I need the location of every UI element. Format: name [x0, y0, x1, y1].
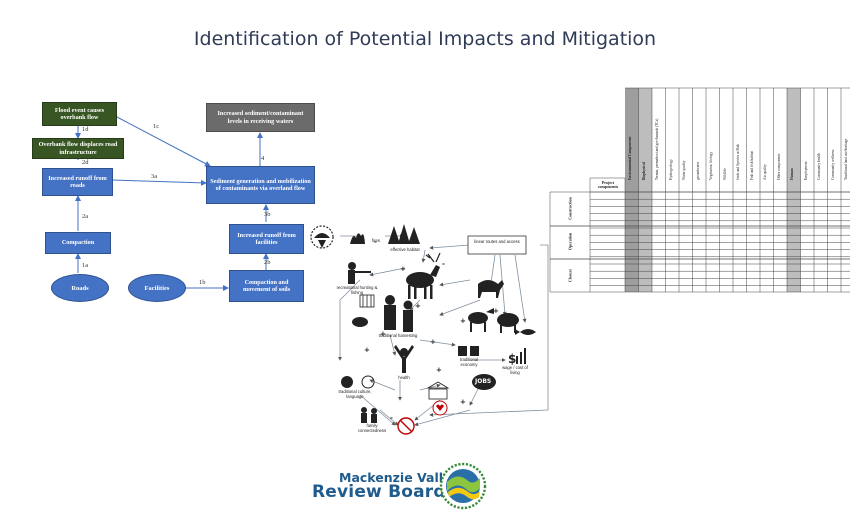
wellbeing-person-icon [394, 345, 414, 373]
runoff-roads-label: Increased runoff from roads [48, 174, 107, 189]
env-components-column [625, 88, 639, 292]
runoff-roads-box: Increased runoff from roads [42, 168, 113, 196]
beaver-icon [352, 317, 368, 327]
compaction-soils-box: Compaction and movement of soils [229, 270, 304, 302]
roads-label: Roads [71, 284, 89, 292]
traditional-economy-label: traditional economy [459, 357, 479, 367]
flood-event-box: Flood event causes overbank flow [42, 102, 117, 126]
flames-icon [350, 233, 365, 244]
health-icon [432, 400, 448, 416]
page-title: Identification of Potential Impacts and … [193, 28, 657, 50]
traditional-harvesting-label: traditional harvesting [378, 333, 418, 338]
culture-icon [341, 376, 353, 388]
edge-label-2b: 2b [264, 259, 271, 266]
svg-text:+: + [415, 302, 421, 310]
roads-ellipse: Roads [51, 274, 109, 302]
health-label: health [398, 375, 410, 380]
svg-text:+: + [460, 317, 466, 325]
project-components-header: Project components [597, 180, 619, 190]
compaction-label: Compaction [61, 239, 95, 247]
family-connectedness-label: family connectedness [357, 423, 387, 433]
biophysical-column [638, 88, 652, 292]
edge-label-3a: 3a [151, 173, 158, 180]
overbank-flow-label: Overbank flow displaces road infrastruct… [38, 141, 118, 156]
harvest-icon [359, 294, 375, 308]
recreational-hunting-label: recreational hunting & fishing [336, 285, 378, 295]
institution-icon [426, 381, 450, 400]
jobs-label: JOBS [475, 378, 492, 385]
runoff-facilities-box: Increased runoff from facilities [229, 224, 304, 254]
fire-icon [310, 225, 334, 249]
svg-text:+: + [436, 366, 442, 374]
logo-line2: Review Board [312, 482, 446, 502]
sediment-generation-label: Sediment generation and mobilization of … [210, 177, 311, 192]
wage-cost-of-living-label: wage / cost of living [502, 365, 528, 375]
cost-of-living-icon: $ [508, 348, 526, 366]
caribou-icon [406, 252, 441, 299]
prohibition-icon [397, 417, 415, 435]
svg-text:-: - [390, 414, 393, 422]
facilities-ellipse: Facilities [128, 274, 186, 302]
sediment-levels-label: Increased sediment/contaminant levels in… [217, 110, 304, 125]
language-icon [361, 375, 375, 389]
edge-label-2d: 2d [82, 159, 89, 166]
svg-text:-: - [442, 260, 445, 268]
svg-text:+: + [364, 346, 370, 354]
logo-line1: Mackenzie Valley [339, 470, 460, 485]
runoff-facilities-label: Increased runoff from facilities [237, 231, 296, 246]
flood-event-label: Flood event causes overbank flow [54, 106, 105, 121]
fires-label: fires [372, 238, 380, 243]
edge-label-1b: 1b [199, 279, 206, 286]
compaction-box: Compaction [45, 232, 111, 254]
edge-label-4: 4 [261, 155, 265, 162]
compaction-soils-label: Compaction and movement of soils [242, 278, 291, 293]
linear-routes-box [467, 235, 527, 255]
svg-text:+: + [430, 338, 436, 346]
svg-text:+: + [460, 398, 466, 406]
edge-label-1c: 1c [153, 123, 160, 130]
effective-habitat-label: effective habitat [390, 247, 420, 252]
trees-icon [388, 224, 420, 244]
edge-label-2a: 2a [82, 213, 89, 220]
sediment-generation-box: Sediment generation and mobilization of … [206, 166, 315, 204]
facilities-label: Facilities [144, 284, 170, 292]
traditional-economy-icon [458, 346, 479, 356]
overbank-flow-box: Overbank flow displaces road infrastruct… [32, 138, 124, 159]
moose-icon [468, 308, 494, 332]
human-column [787, 88, 801, 292]
fish-icon [515, 329, 536, 335]
edge-label-3b: 3b [264, 211, 271, 218]
edge-label-1a: 1a [82, 262, 89, 269]
traditional-culture-label: traditional culture, language [338, 389, 372, 399]
linear-routes-label: linear routes and access [474, 239, 520, 244]
edge-label-1d: 1d [82, 126, 89, 133]
hunter-icon [348, 262, 371, 284]
traditional-harvesting-icon [384, 295, 413, 332]
svg-text:+: + [380, 330, 386, 338]
family-icon [361, 407, 377, 423]
svg-text:+: + [493, 307, 499, 315]
svg-text:$: $ [508, 352, 516, 366]
wolf-icon [478, 280, 504, 298]
svg-text:+: + [400, 265, 406, 273]
sediment-levels-box: Increased sediment/contaminant levels in… [206, 103, 315, 132]
jobs-icon [472, 374, 496, 390]
svg-text:-: - [374, 238, 377, 246]
